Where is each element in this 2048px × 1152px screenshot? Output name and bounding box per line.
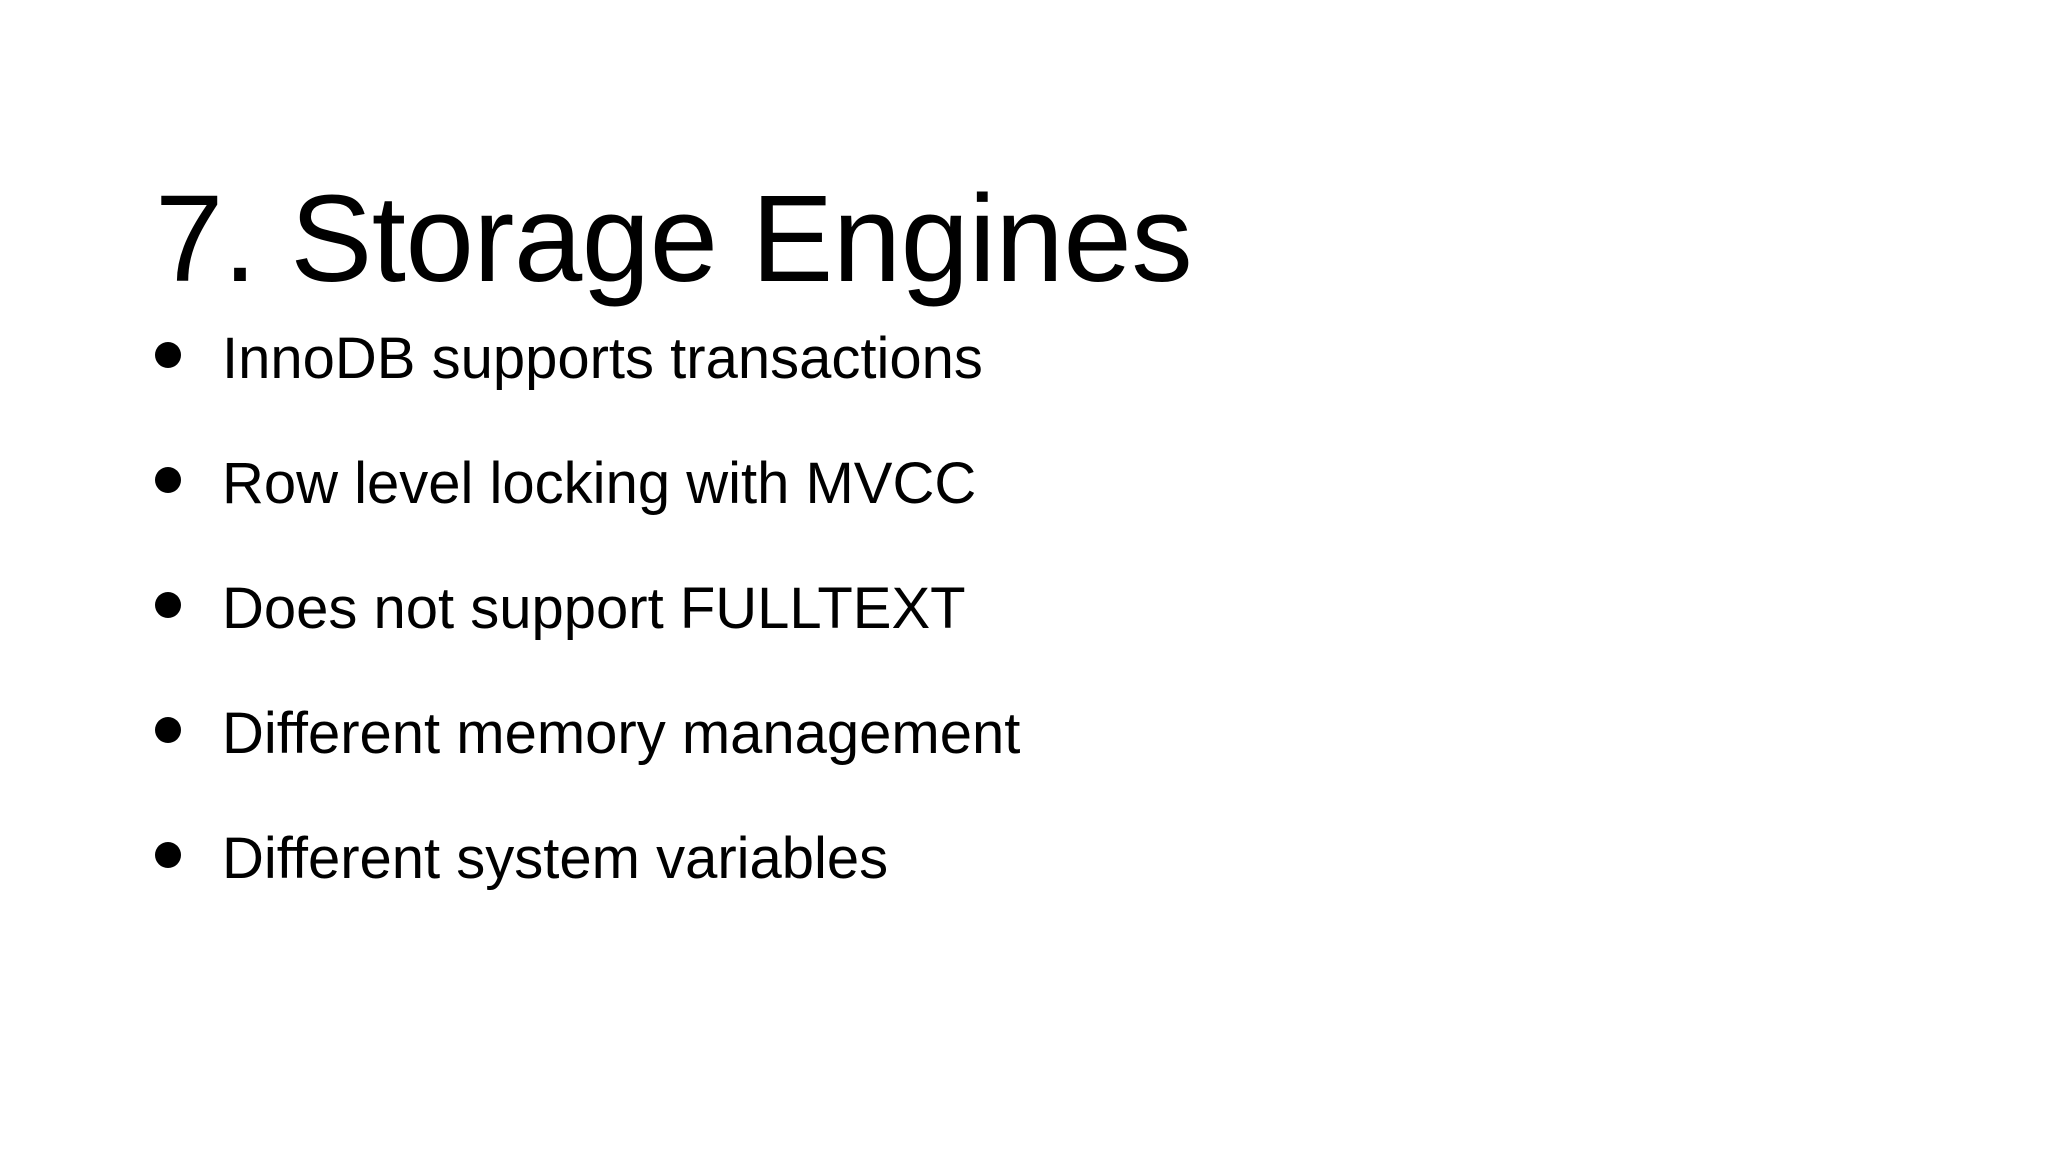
- filled-circle-bullet-icon: [155, 717, 185, 743]
- list-item-label: Different system variables: [222, 826, 889, 891]
- filled-circle-bullet-icon: [155, 592, 185, 618]
- page-title: 7. Storage Engines: [155, 171, 1193, 309]
- list-item: Different system variables: [155, 830, 1855, 955]
- filled-circle-bullet-icon: [155, 842, 185, 868]
- list-item: Different memory management: [155, 705, 1855, 830]
- list-item-label: Does not support FULLTEXT: [222, 576, 966, 641]
- filled-circle-bullet-icon: [155, 342, 185, 368]
- list-item: InnoDB supports transactions: [155, 330, 1855, 455]
- list-item-label: Different memory management: [222, 701, 1021, 766]
- bullet-list: InnoDB supports transactions Row level l…: [155, 330, 1855, 955]
- filled-circle-bullet-icon: [155, 467, 185, 493]
- list-item-label: Row level locking with MVCC: [222, 451, 977, 516]
- list-item: Row level locking with MVCC: [155, 455, 1855, 580]
- list-item: Does not support FULLTEXT: [155, 580, 1855, 705]
- list-item-label: InnoDB supports transactions: [222, 326, 983, 391]
